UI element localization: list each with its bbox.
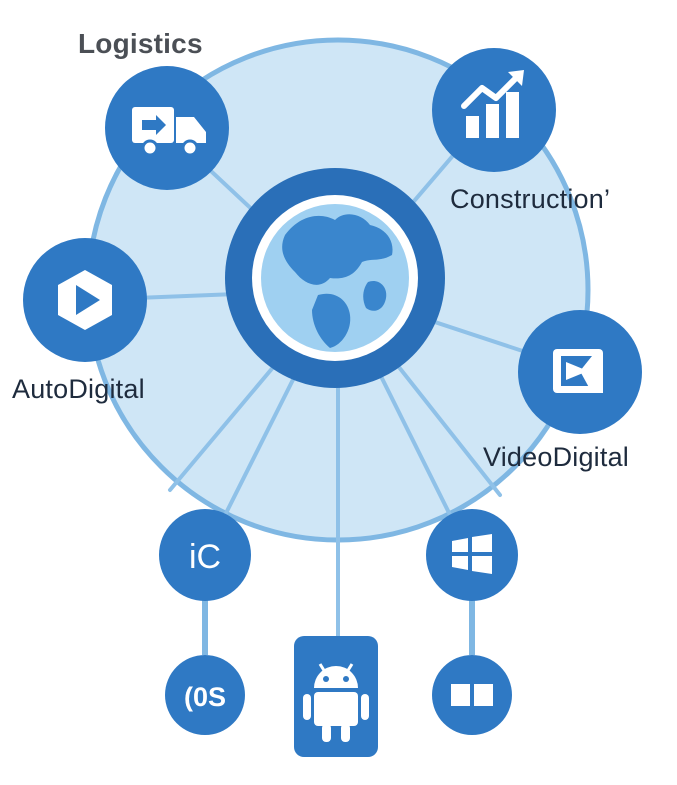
autodigital-label: AutoDigital [12,374,145,404]
android-icon [303,663,369,742]
globe-icon [225,168,445,388]
tiles-icon [451,684,493,706]
construction-node[interactable] [432,48,556,172]
ios-node[interactable]: (0S [165,655,245,735]
android-node[interactable] [294,636,378,757]
videodigital-label: VideoDigital [483,442,629,472]
construction-label: Construction’ [450,184,611,214]
autodigital-node[interactable] [23,238,147,362]
truck-icon [132,107,206,157]
ic-node[interactable]: iC [159,509,251,601]
sub-windows-node[interactable] [432,655,512,735]
windows-icon [452,534,492,574]
ios-text-icon: (0S [184,682,226,712]
logistics-node[interactable] [105,66,229,190]
ic-text-icon: iC [189,538,221,576]
windows-node[interactable] [426,509,518,601]
logistics-label: Logistics [78,28,203,59]
videodigital-node[interactable] [518,310,642,434]
play-icon [58,270,112,330]
chart-up-icon [461,70,524,138]
video-icon [553,349,603,393]
